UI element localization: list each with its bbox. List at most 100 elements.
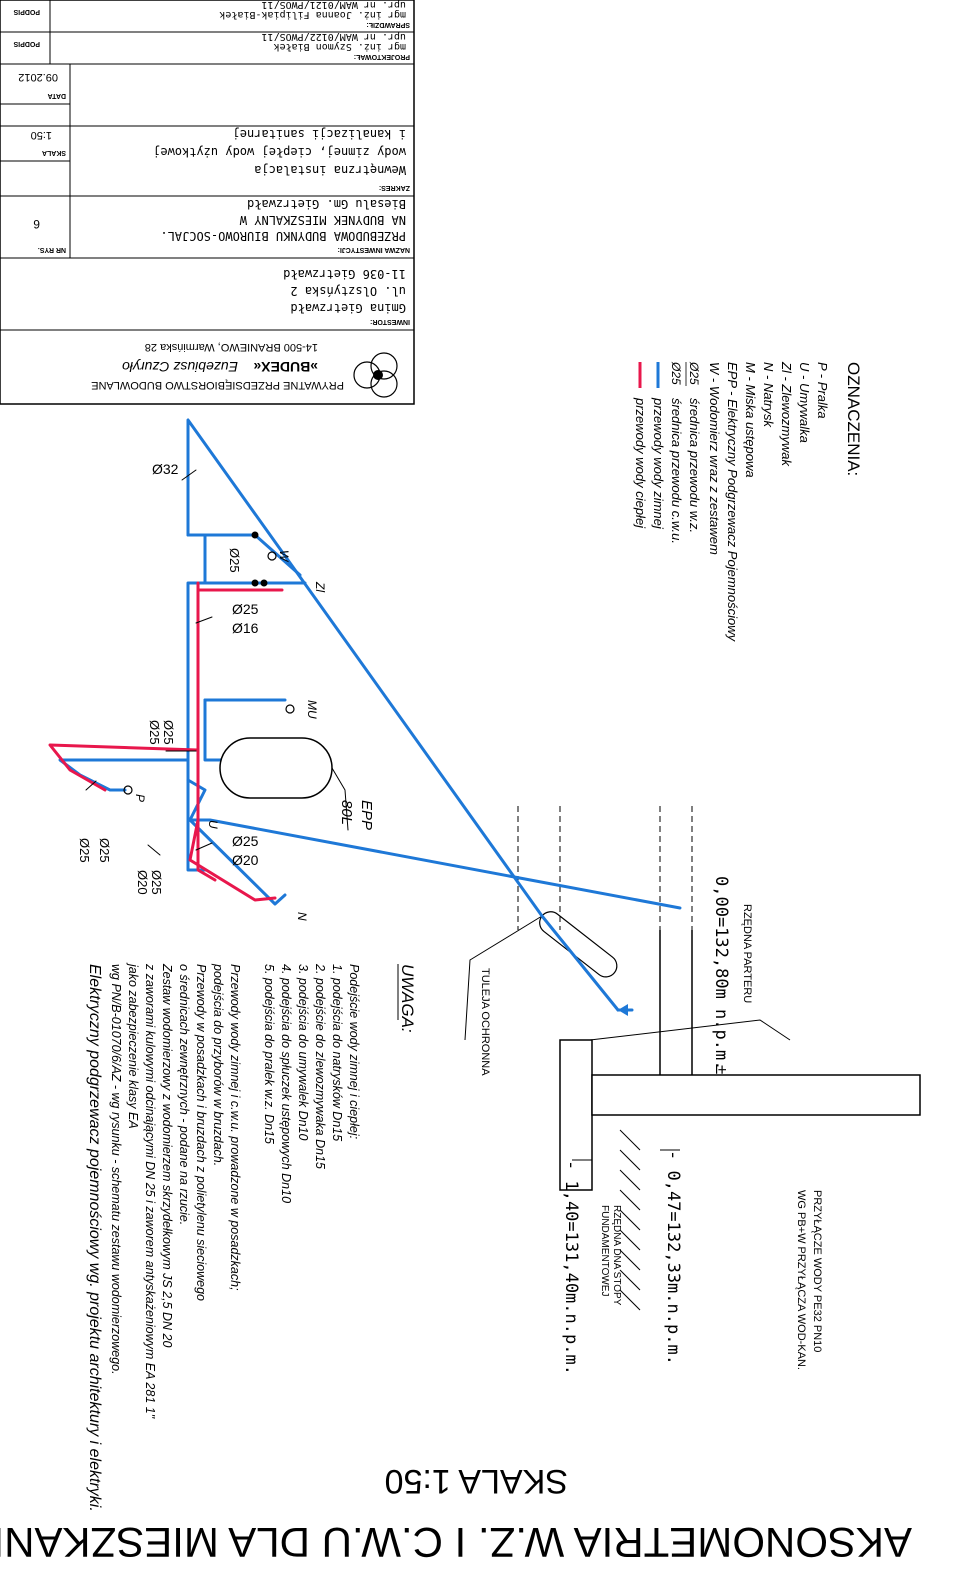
scale-header: SKALA [42,149,66,156]
diagram-labels: N U P MU Zl W EPP 80L Ø32 Ø25 Ø25 Ø16 Ø2… [77,461,375,921]
scope-line-3: i kanalizacji sanitarnej [233,127,406,141]
note-line-13: jako zabezpieczenie klasy EA [126,962,140,1129]
epp-label: EPP [358,800,375,830]
legend-heading: OZNACZENIA: [844,362,863,476]
legend-dia-wz-label: średnica przewodu w.z. [687,398,702,533]
dia-25-c: Ø25 [161,720,176,745]
hot-water-branch-n [188,818,277,902]
legend-hot-label: przewody wody ciepłej [633,397,648,529]
footing-label-1: RZĘDNA DNA STOPY [611,1205,622,1306]
dia-25-h: Ø25 [77,838,92,863]
legend-item-zl: Zl - Zlewozmywak [779,361,794,468]
connection-label-1: PRZYŁĄCZE WODY PE32 PN10 [811,1190,823,1352]
legend-dia-cwu-label: średnica przewodu c.w.u. [669,398,684,544]
note-line-14: wg PN/B-01070/6/AZ - wg rysunku - schema… [109,964,123,1375]
ground-hatch [619,1129,641,1311]
terrain-value: - 0,47=132,33m.n.p.m. [663,1150,683,1365]
ground-level-value: 0,00=132,80m n.p.m. [711,876,731,1070]
dia-16: Ø16 [232,620,259,636]
investor-line-1: Gmina Gietrzwałd [290,301,406,315]
legend-item-epp: EPP - Elektryczny Podgrzewacz Pojemności… [725,362,740,643]
drawing-no: 6 [33,217,40,231]
legend-item-m: M - Miska ustępowa [743,362,758,478]
note-line-0: Podejście wody zimnej i ciepłej: [347,964,361,1139]
notes-heading: UWAGA: [398,964,417,1033]
cold-water-main [186,418,620,1012]
drawing-no-header: NR RYS. [38,246,66,253]
dia-20-a: Ø20 [232,852,259,868]
legend-item-p: P - Pralka [815,362,830,419]
note-line-3: 3. podejścia do umywalek Dn10 [296,964,310,1141]
building-section [464,806,921,1311]
checker-line-2: upr. nr WAM/0121/PWOS/11 [262,0,407,10]
main-title-group: AKSONOMETRIA W.Z. I C.W.U DLA MIESZKANIA… [0,1462,912,1566]
note-line-15: Elektryczny podgrzewacz pojemnościowy wg… [86,964,103,1512]
footing-value: - 1,40=131,40m.n.p.m. [561,1160,581,1375]
dia-25-a: Ø25 [227,548,242,573]
investor-line-3: 11-036 Gietrzwałd [283,267,406,281]
company-name: PRYWATNE PRZEDSIĘBIORSTWO BUDOWLANE [91,379,344,391]
legend: OZNACZENIA: P - Pralka U - Umywalka Zl -… [633,361,863,643]
note-line-4: 4. podejścia do spłuczek ustępowych Dn10 [279,964,293,1203]
project-header: NAZWA INWESTYCJI: [338,246,410,253]
sleeve-label: TULEJA OCHRONNA [479,968,491,1076]
note-line-9: Przewody w posadzkach i bruzdach z polie… [194,964,208,1301]
footing-label-2: FUNDAMENTOWEJ [599,1205,610,1296]
hot-water-main [196,581,217,882]
fixture-zl-label: Zl [313,581,327,592]
legend-item-u: U - Umywalka [797,362,812,443]
note-line-8: podejścia do przyborów w bruzdach. [211,963,225,1166]
note-line-2: 2. podejście do zlewozmywaka Dn15 [313,963,327,1169]
scope-line-2: wody zimnej, ciepłej wody użytkowej [153,145,406,159]
checker-header: SPRAWDZIŁ: [366,21,410,28]
ground-level-label: RZĘDNA PARTERU [741,904,753,1003]
fixture-mu-label: MU [305,700,319,719]
legend-dia-wz-sym: Ø25 [687,361,701,385]
dia-25-g: Ø25 [97,838,112,863]
company-owner: Euzebiusz Czuryło [122,359,238,375]
footing [559,1039,593,1191]
date-header: DATA [48,92,66,99]
note-line-5: 5. podejścia do pralek w.z. Dn15 [262,964,276,1144]
signature-header: PODPIS [13,40,40,47]
designer-line-1: mgr inż. Szymon Białek [274,41,406,52]
main-title: AKSONOMETRIA W.Z. I C.W.U DLA MIESZKANIA… [0,1519,912,1566]
ground-level-symbol: ± [712,1065,731,1074]
cold-water-branch-u [186,818,682,910]
company-logo [353,352,398,398]
scope-line-1: Wewnętrzna instalacja [254,163,406,177]
title-block: PRYWATNE PRZEDSIĘBIORSTWO BUDOWLANE »BUD… [0,0,415,405]
company-brand: »BUDEX« [253,359,318,375]
legend-item-w: W - Wodomierz wraz z zestawem [707,362,722,555]
notes: UWAGA: Podejście wody zimnej i ciepłej: … [86,962,417,1512]
dia-25-f: Ø25 [149,870,164,895]
legend-cold-label: przewody wody zimnej [651,397,666,530]
project-line-2: NA BUDYNEK MIESZKALNY W [239,213,406,227]
dia-20-b: Ø20 [135,870,150,895]
floor-slab [591,1074,921,1116]
company-address: 14-500 BRANIEWO, Warmińska 28 [145,341,318,353]
dia-25-d: Ø25 [147,720,162,745]
date-value: 09.2012 [18,71,58,83]
connection-label-2: WG PB+W PRZYŁĄCZA WOD-KAN. [795,1190,807,1370]
epp-volume: 80L [338,800,355,825]
note-line-10: o średnicach zewnętrznych - podane na rz… [177,964,191,1225]
fixture-n-label: N [295,912,309,921]
fixture-u-label: U [206,820,220,829]
epp-tank [219,737,349,831]
scale-value: 1:50 [31,129,52,141]
investor-header: INWESTOR: [370,318,410,325]
note-line-11: Zestaw wodomierzowy z wodomierzem skrzyd… [160,963,174,1347]
signature-header-2: PODPIS [13,8,40,15]
scope-header: ZAKRES: [379,184,410,191]
fixture-w-label: W [277,550,291,563]
investor-line-2: ul. Olsztyńska 2 [290,284,406,298]
designer-header: PROJEKTOWAŁ: [354,53,410,60]
piping-diagram [48,418,682,1016]
note-line-12: z zaworami kulowymi odcinającymi DN 25 i… [143,963,157,1419]
project-line-3: Biesalu Gm. Gietrzwałd [247,197,406,211]
legend-dia-cwu-sym: Ø25 [669,361,683,385]
protective-sleeve [539,911,618,978]
section-labels: RZĘDNA PARTERU 0,00=132,80m n.p.m. ± PRZ… [479,876,823,1375]
